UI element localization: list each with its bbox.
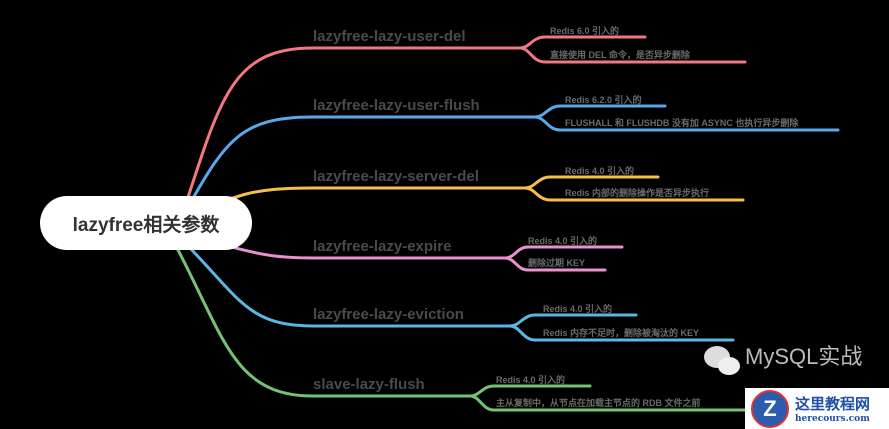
leaf-version: Redis 4.0 引入的 [543, 304, 613, 314]
leaf-version: Redis 4.0 引入的 [496, 375, 566, 385]
site-name: 这里教程网 [795, 395, 871, 413]
branch-slave-lazy-flush[interactable]: slave-lazy-flush [313, 376, 425, 393]
site-logo: Z 这里教程网 herecours.com [745, 388, 889, 429]
leaf-description: FLUSHALL 和 FLUSHDB 没有加 ASYNC 也执行异步删除 [565, 118, 799, 128]
leaf-version: Redis 6.2.0 引入的 [565, 95, 642, 105]
connector-branch-1 [178, 35, 747, 224]
root-node[interactable]: lazyfree相关参数 [40, 196, 252, 250]
leaf-description: Redis 内部的删除操作是否异步执行 [565, 188, 710, 198]
watermark-text: MySQL实战 [745, 344, 863, 369]
leaf-version: Redis 4.0 引入的 [528, 236, 598, 246]
leaf-description: 主从复制中，从节点在加载主节点的 RDB 文件之前 [496, 398, 701, 408]
branch-lazyfree-lazy-user-del[interactable]: lazyfree-lazy-user-del [313, 28, 466, 45]
site-url: herecours.com [795, 414, 870, 424]
connector-branch-6 [176, 248, 762, 412]
branch-lazyfree-lazy-eviction[interactable]: lazyfree-lazy-eviction [313, 306, 464, 323]
branch-lazyfree-lazy-server-del[interactable]: lazyfree-lazy-server-del [313, 168, 479, 185]
z-logo-icon: Z [751, 389, 789, 428]
leaf-description: 直接使用 DEL 命令，是否异步删除 [550, 50, 690, 60]
connector-branch-2 [180, 104, 840, 220]
connector-branch-5 [188, 246, 735, 342]
wechat-icon [704, 346, 740, 375]
leaf-version: Redis 6.0 引入的 [550, 26, 620, 36]
leaf-version: Redis 4.0 引入的 [565, 166, 635, 176]
branch-lazyfree-lazy-expire[interactable]: lazyfree-lazy-expire [313, 238, 452, 255]
leaf-description: Redis 内存不足时，删除被淘汰的 KEY [543, 328, 700, 338]
branch-lazyfree-lazy-user-flush[interactable]: lazyfree-lazy-user-flush [313, 97, 480, 114]
leaf-description: 删除过期 KEY [528, 258, 586, 268]
